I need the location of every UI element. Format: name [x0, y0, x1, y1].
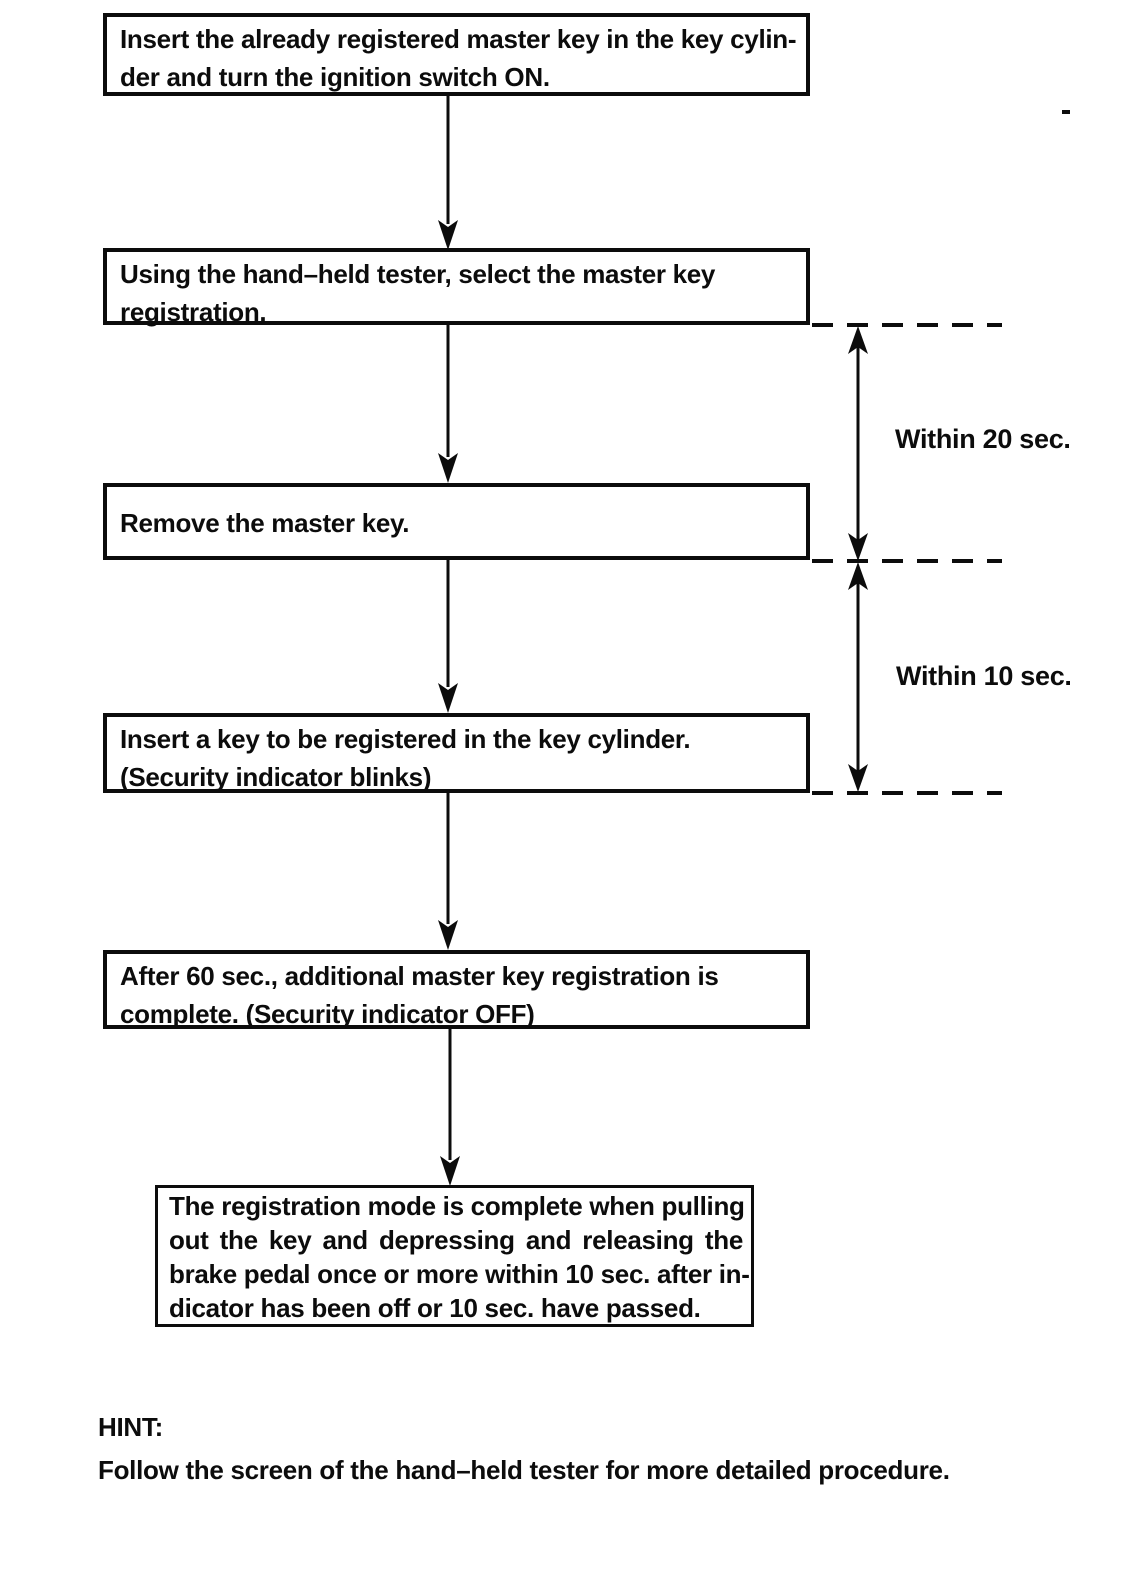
flow-step-5-line-1: After 60 sec., additional master key reg… [120, 961, 719, 991]
timing-span-arrow-icon-2 [848, 562, 868, 792]
timing-dashed-line-1 [812, 323, 1002, 327]
flow-step-2-line-1: Using the hand–held tester, select the m… [120, 259, 716, 289]
flow-step-4-line-1: Insert a key to be registered in the key… [120, 724, 691, 754]
flow-step-6-line-3: brake pedal once or more within 10 sec. … [169, 1259, 750, 1289]
down-arrow-icon-1 [438, 96, 458, 250]
arrow-head-up [848, 562, 868, 590]
arrow-head-down [848, 533, 868, 561]
timing-span-arrow-icon-1 [848, 326, 868, 561]
down-arrow-icon-2 [438, 325, 458, 483]
flow-step-5-line-2: complete. (Security indicator OFF) [120, 999, 535, 1029]
timing-dashed-line-3 [812, 791, 1002, 795]
arrow-head [438, 920, 458, 950]
flow-step-2-line-2: registration. [120, 297, 267, 327]
down-arrow-icon-3 [438, 560, 458, 713]
flow-step-1-line-1: Insert the already registered master key… [120, 24, 797, 54]
flow-step-6-line-4: dicator has been off or 10 sec. have pas… [169, 1293, 701, 1323]
arrow-head [438, 220, 458, 250]
flow-step-3-box: Remove the master key. [103, 483, 810, 560]
down-arrow-icon-4 [438, 793, 458, 950]
hint-section: HINT: Follow the screen of the hand–held… [98, 1406, 950, 1492]
flow-step-3-line-1: Remove the master key. [120, 508, 410, 538]
flow-step-5-box: After 60 sec., additional master key reg… [103, 950, 810, 1029]
timing-dashed-line-2 [812, 559, 1002, 563]
hint-heading: HINT: [98, 1412, 163, 1442]
timing-label-within-10-sec: Within 10 sec. [896, 661, 1072, 691]
flow-step-1-line-2: der and turn the ignition switch ON. [120, 62, 550, 92]
flow-step-6-line-2: out the key and depressing and releasing… [169, 1225, 743, 1255]
arrow-head-down [848, 764, 868, 792]
flow-step-4-line-2: (Security indicator blinks) [120, 762, 432, 792]
flow-step-1-box: Insert the already registered master key… [103, 13, 810, 96]
flow-step-6-box: The registration mode is complete when p… [155, 1185, 754, 1327]
arrow-head [438, 453, 458, 483]
timing-label-within-20-sec: Within 20 sec. [895, 424, 1071, 454]
hint-body: Follow the screen of the hand–held teste… [98, 1455, 950, 1485]
flow-step-2-box: Using the hand–held tester, select the m… [103, 248, 810, 327]
flow-step-6-line-1: The registration mode is complete when p… [169, 1191, 745, 1221]
down-arrow-icon-5 [440, 1029, 460, 1186]
flow-step-4-box: Insert a key to be registered in the key… [103, 713, 810, 793]
arrow-head [440, 1156, 460, 1186]
arrow-head [438, 683, 458, 713]
arrow-head-up [848, 326, 868, 354]
scan-artifact-dot [1062, 110, 1070, 114]
